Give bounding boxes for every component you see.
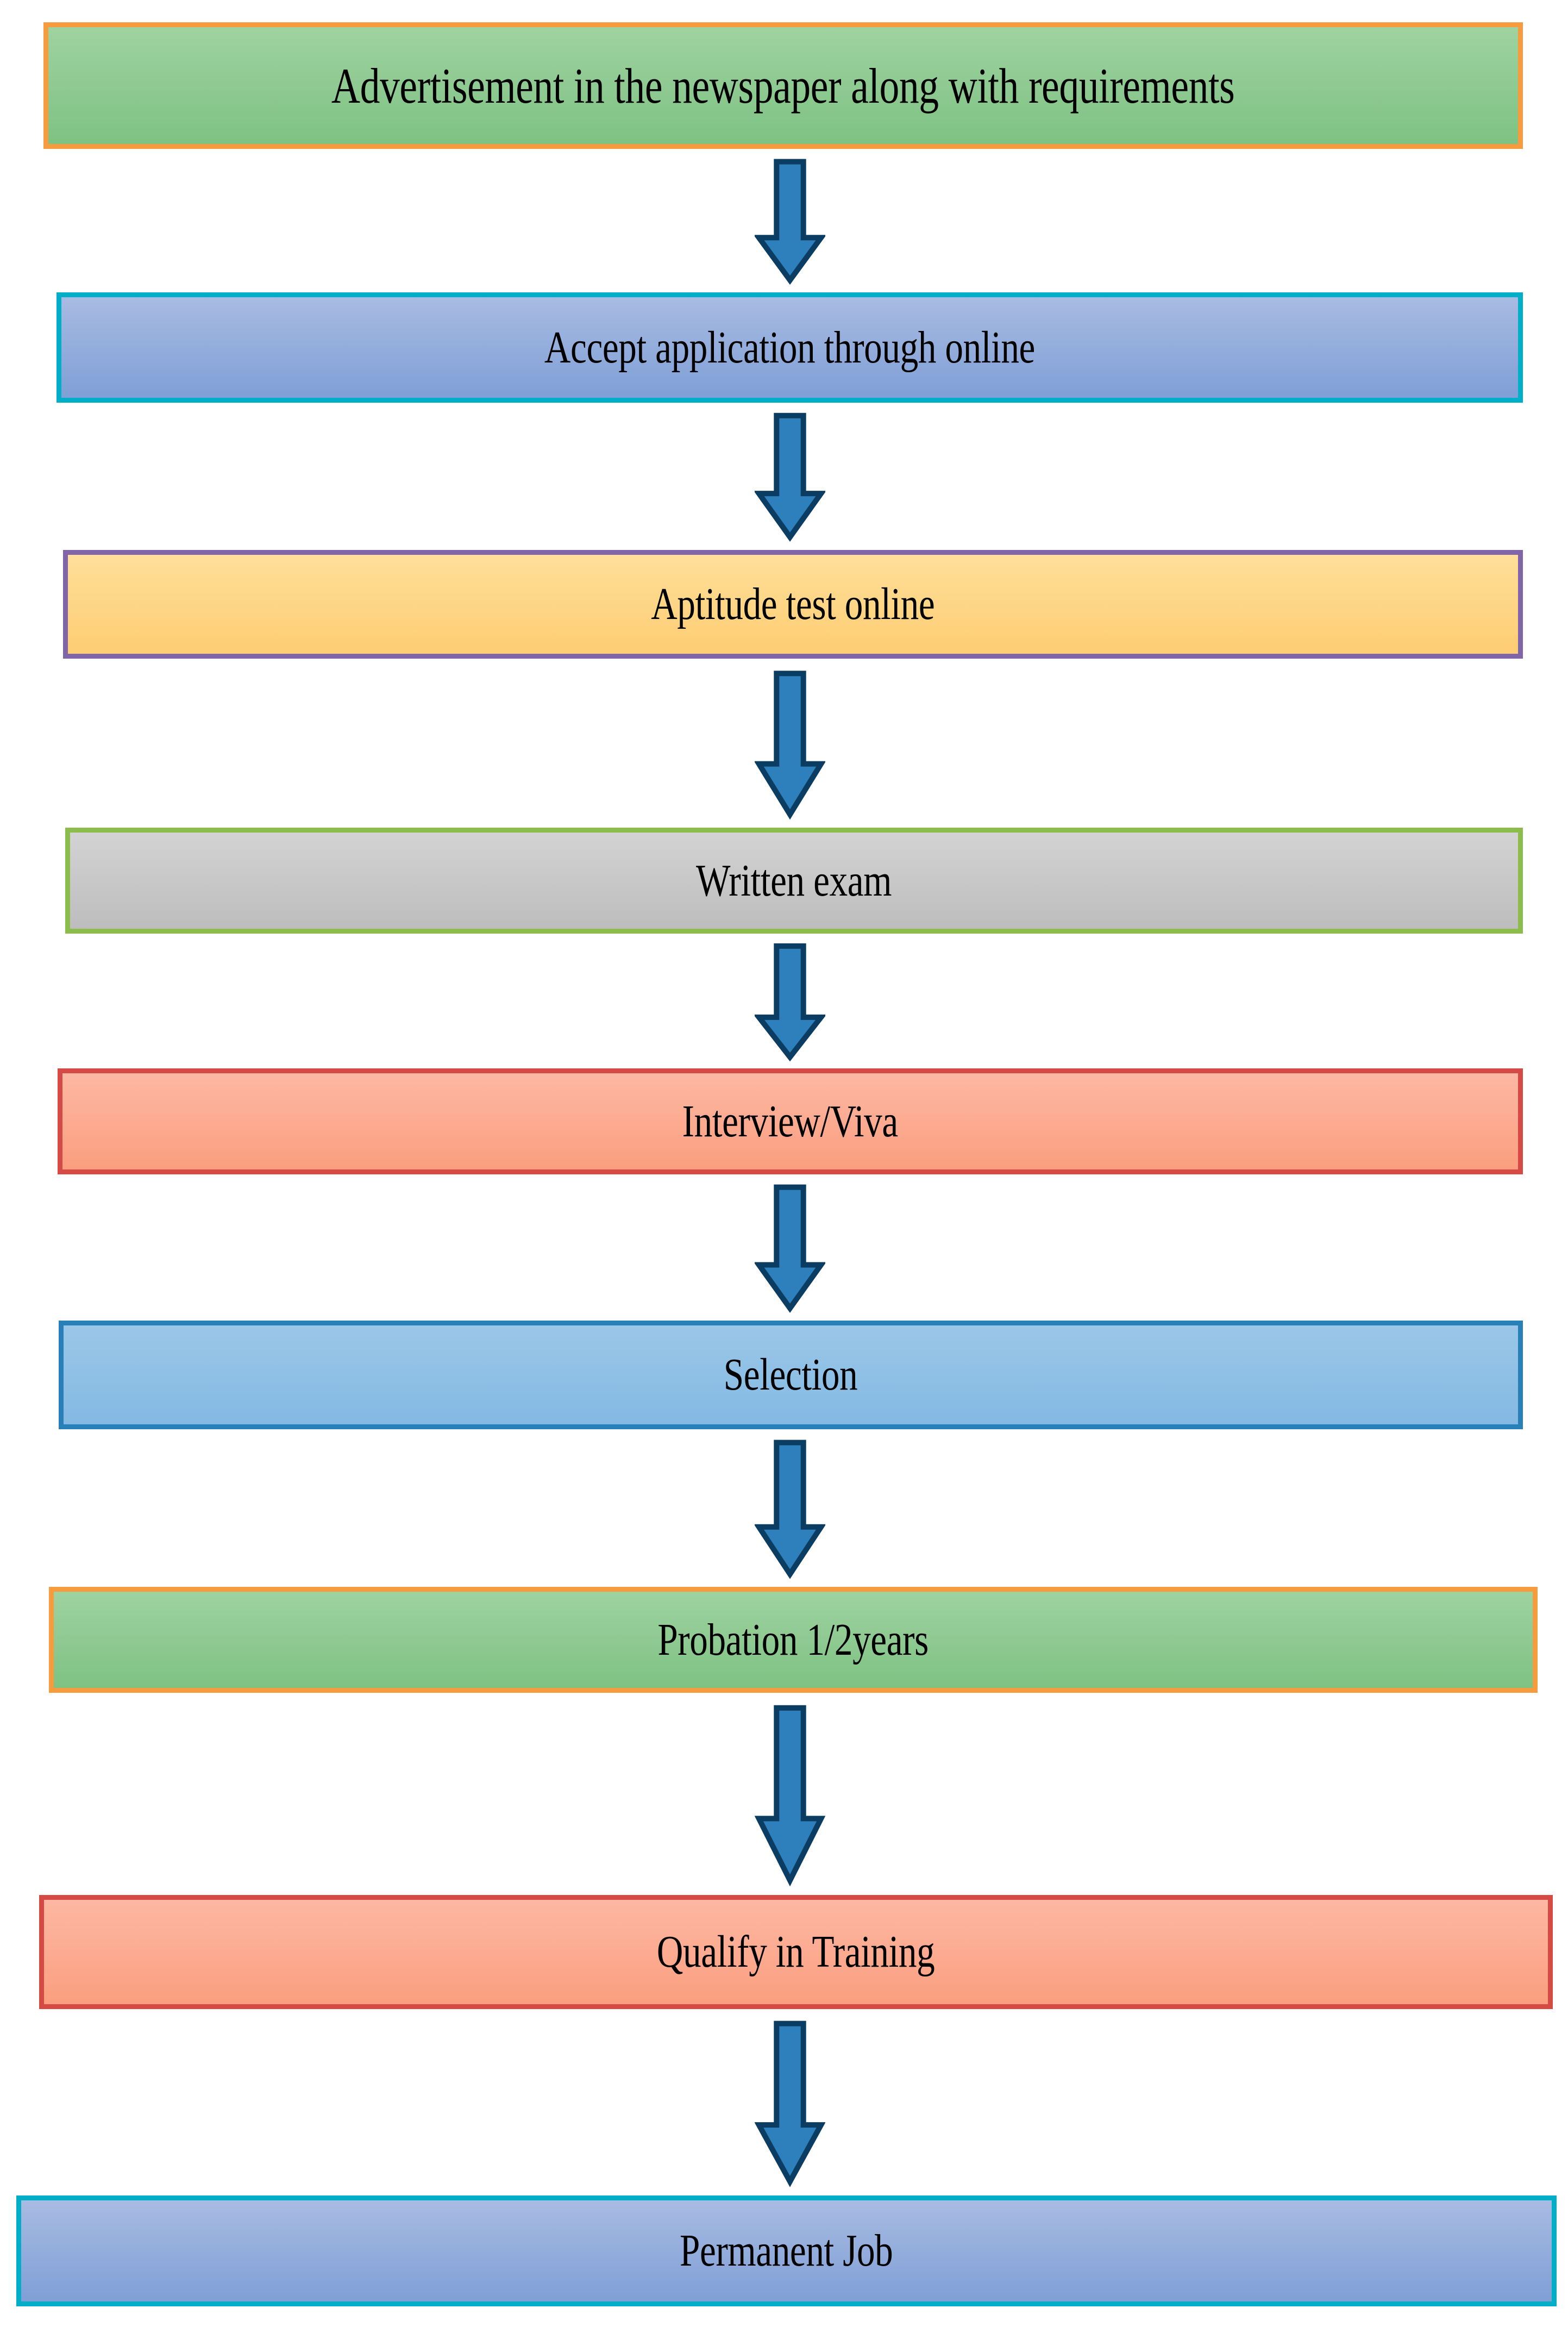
flow-node-label: Advertisement in the newspaper along wit… (331, 58, 1235, 114)
down-arrow-icon (755, 2017, 825, 2188)
flow-node-probation: Probation 1/2years (49, 1587, 1538, 1693)
down-arrow-icon (755, 667, 825, 821)
flow-node-label: Qualify in Training (657, 1926, 935, 1977)
down-arrow-icon (755, 1700, 825, 1888)
flow-node-interview-viva: Interview/Viva (58, 1068, 1523, 1174)
flow-node-advertisement: Advertisement in the newspaper along wit… (43, 22, 1523, 149)
down-arrow-icon (755, 157, 825, 285)
flow-node-written-exam: Written exam (65, 828, 1523, 934)
flow-node-accept-application: Accept application through online (57, 292, 1523, 403)
down-arrow-icon (755, 941, 825, 1062)
down-arrow-icon (755, 1182, 825, 1313)
flow-node-label: Accept application through online (544, 322, 1036, 373)
flow-node-aptitude-test: Aptitude test online (63, 550, 1523, 659)
down-arrow-icon (755, 410, 825, 542)
flow-node-label: Interview/Viva (682, 1096, 899, 1147)
flow-node-permanent-job: Permanent Job (16, 2195, 1557, 2306)
flow-node-label: Permanent Job (680, 2225, 893, 2276)
flow-node-label: Probation 1/2years (657, 1614, 929, 1665)
down-arrow-icon (755, 1437, 825, 1580)
flow-node-label: Selection (724, 1349, 858, 1400)
flow-node-label: Written exam (696, 855, 892, 906)
flow-node-qualify-training: Qualify in Training (39, 1895, 1553, 2009)
flow-node-label: Aptitude test online (651, 579, 935, 629)
flow-node-selection: Selection (59, 1321, 1523, 1429)
